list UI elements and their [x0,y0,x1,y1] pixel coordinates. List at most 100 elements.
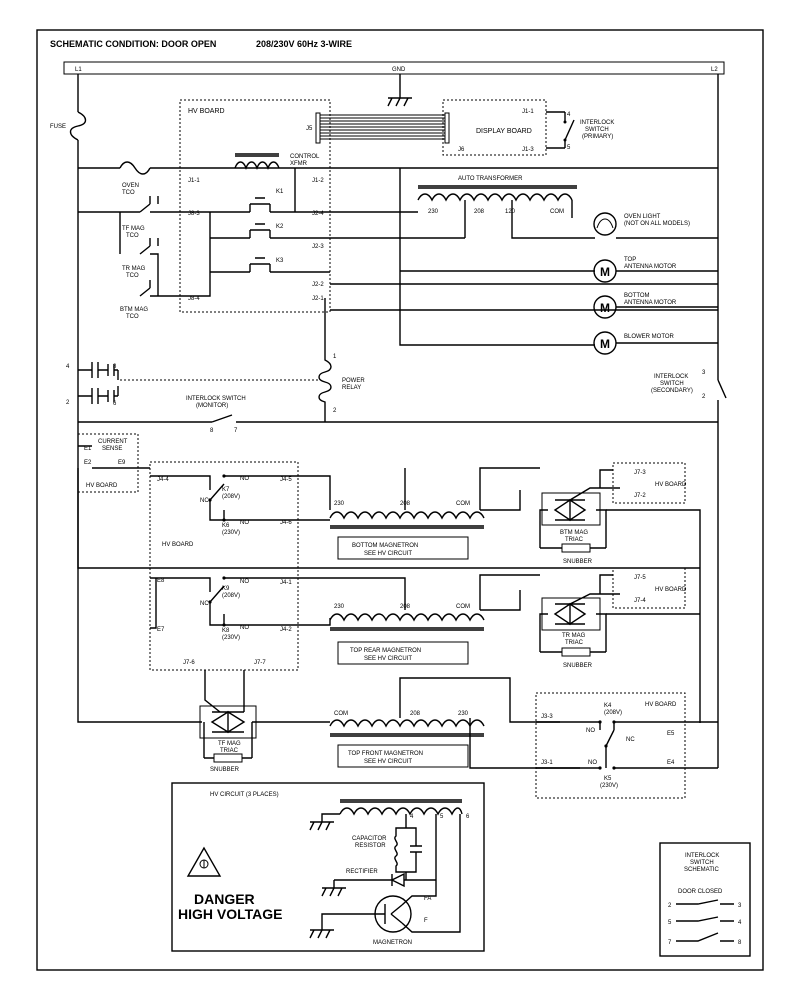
auto-transformer-label: AUTO TRANSFORMER [458,176,523,182]
interlock-primary-label-1: INTERLOCK [580,120,614,126]
k4-voltage: (208V) [604,710,622,716]
display-board-label: DISPLAY BOARD [476,128,532,135]
svg-text:M: M [600,301,610,315]
pin-e4: E4 [667,760,675,766]
rectifier-diode [334,872,436,888]
legend-label-1: INTERLOCK [685,853,719,859]
tf-mag-triac-box [199,705,257,739]
k9-voltage: (208V) [222,593,240,599]
pin-j4-1: J4-1 [280,580,292,586]
legend-switch-2-3 [676,899,734,905]
pin-j4-6: J4-6 [280,520,292,526]
bottom-magnetron-label-2: SEE HV CIRCUIT [364,551,412,557]
relay-k3-label: K3 [276,258,284,264]
magnetron-label: MAGNETRON [373,940,412,946]
tap-208: 208 [474,209,485,215]
hv-board-relays-label: HV BOARD [162,542,194,548]
high-voltage-label: HIGH VOLTAGE [178,906,282,922]
hv-pin-6: 6 [466,814,470,820]
motor-wires [400,270,718,344]
magnetron-f: F [424,918,428,924]
bottom-mag-wires [298,467,540,521]
k9-nc: NC [200,601,209,607]
btm-mag-tco-label-1: BTM MAG [120,307,148,313]
fuse-label: FUSE [50,124,66,130]
header-condition: SCHEMATIC CONDITION: DOOR OPEN [50,39,216,49]
legend-door-closed: DOOR CLOSED [678,889,723,895]
magnetron-fa: FA [424,896,431,902]
interlock-primary-label-3: (PRIMARY) [582,134,613,140]
k4-k5-hv-board-label: HV BOARD [645,702,677,708]
pin-j2-1: J2-1 [312,296,324,302]
pin-e7: E7 [157,627,165,633]
k6-label: K6 [222,523,230,529]
pin-j4-4: J4-4 [157,477,169,483]
top-rear-mag-coil [329,613,485,622]
pin-j2-4: J2-4 [312,211,324,217]
power-relay-coil [318,345,332,422]
header-power: 208/230V 60Hz 3-WIRE [256,39,352,49]
legend-pin-2: 2 [668,903,672,909]
auto-xfmr-taps [464,200,595,239]
control-xfmr-label-2: XFMR [290,161,308,167]
secondary-pin-3: 3 [702,370,706,376]
ground-icon [387,97,412,107]
relay-k1-label: K1 [276,189,284,195]
terminal-gnd: GND [392,67,406,73]
interlock-secondary-label-1: INTERLOCK [654,374,688,380]
tf-triac-feed [77,568,330,723]
interlock-monitor-switch [78,414,718,423]
bottom-mag-coil [329,511,485,520]
secondary-pin-2: 2 [702,394,706,400]
interlock-secondary-switch [717,379,727,399]
btm-triac-to-l2 [606,509,701,568]
top-front-mag-core [330,733,484,737]
tr-mag-triac-label-1: TR MAG [562,633,586,639]
control-xfmr-core [235,153,279,157]
btm-mag-tco-switch [139,268,180,297]
pin-j6: J6 [458,147,465,153]
interlock-secondary-label-3: (SECONDARY) [651,388,693,394]
auto-transformer-coil [417,193,573,202]
pin-j7-5: J7-5 [634,575,646,581]
pin-j2-3: J2-3 [312,244,324,250]
pin-j7-4: J7-4 [634,598,646,604]
k7-no: NO [240,476,249,482]
pin-j4-2: J4-2 [280,627,292,633]
tap-230: 230 [428,209,439,215]
pin-j4-5: J4-5 [280,477,292,483]
pin-j7-3: J7-3 [634,470,646,476]
capacitor-resistor [394,827,422,880]
k6-voltage: (230V) [222,530,240,536]
interlock-primary-label-2: SWITCH [585,127,609,133]
k5-no: NO [588,760,597,766]
door-pin-4: 4 [66,364,70,370]
tr-mag-tco-label-1: TR MAG [122,266,146,272]
relay-k2 [249,223,271,238]
btm-mag-tco-label-2: TCO [126,314,139,320]
top-rear-mag-wires [150,567,700,626]
svg-text:M: M [600,265,610,279]
oven-tco-label-2: TCO [122,190,135,196]
tr-mag-triac-label-2: TRIAC [565,640,584,646]
tr-mag-tco-switch [119,212,159,268]
tr-mag-tco-label-2: TCO [126,273,139,279]
pin-j8-3: J8-3 [188,211,200,217]
oven-tco-label-1: OVEN [122,183,139,189]
bottom-antenna-motor-icon: M [593,295,617,319]
k9-label: K9 [222,586,230,592]
danger-label: DANGER [194,891,255,907]
top-rear-mag-tap-208: 208 [400,604,411,610]
k6-no: NO [240,520,249,526]
bottom-mag-tap-230: 230 [334,501,345,507]
btm-snubber-resistor [561,543,591,553]
btm-snubber-label: SNUBBER [563,559,593,565]
terminal-l2: L2 [711,67,718,73]
k8-voltage: (230V) [222,635,240,641]
tap-120: 120 [505,209,516,215]
tf-mag-tco-switch [78,196,180,213]
top-front-mag-coil [329,719,485,728]
top-antenna-label-2: ANTENNA MOTOR [624,264,677,270]
ground-icon-hv-2 [321,880,346,897]
